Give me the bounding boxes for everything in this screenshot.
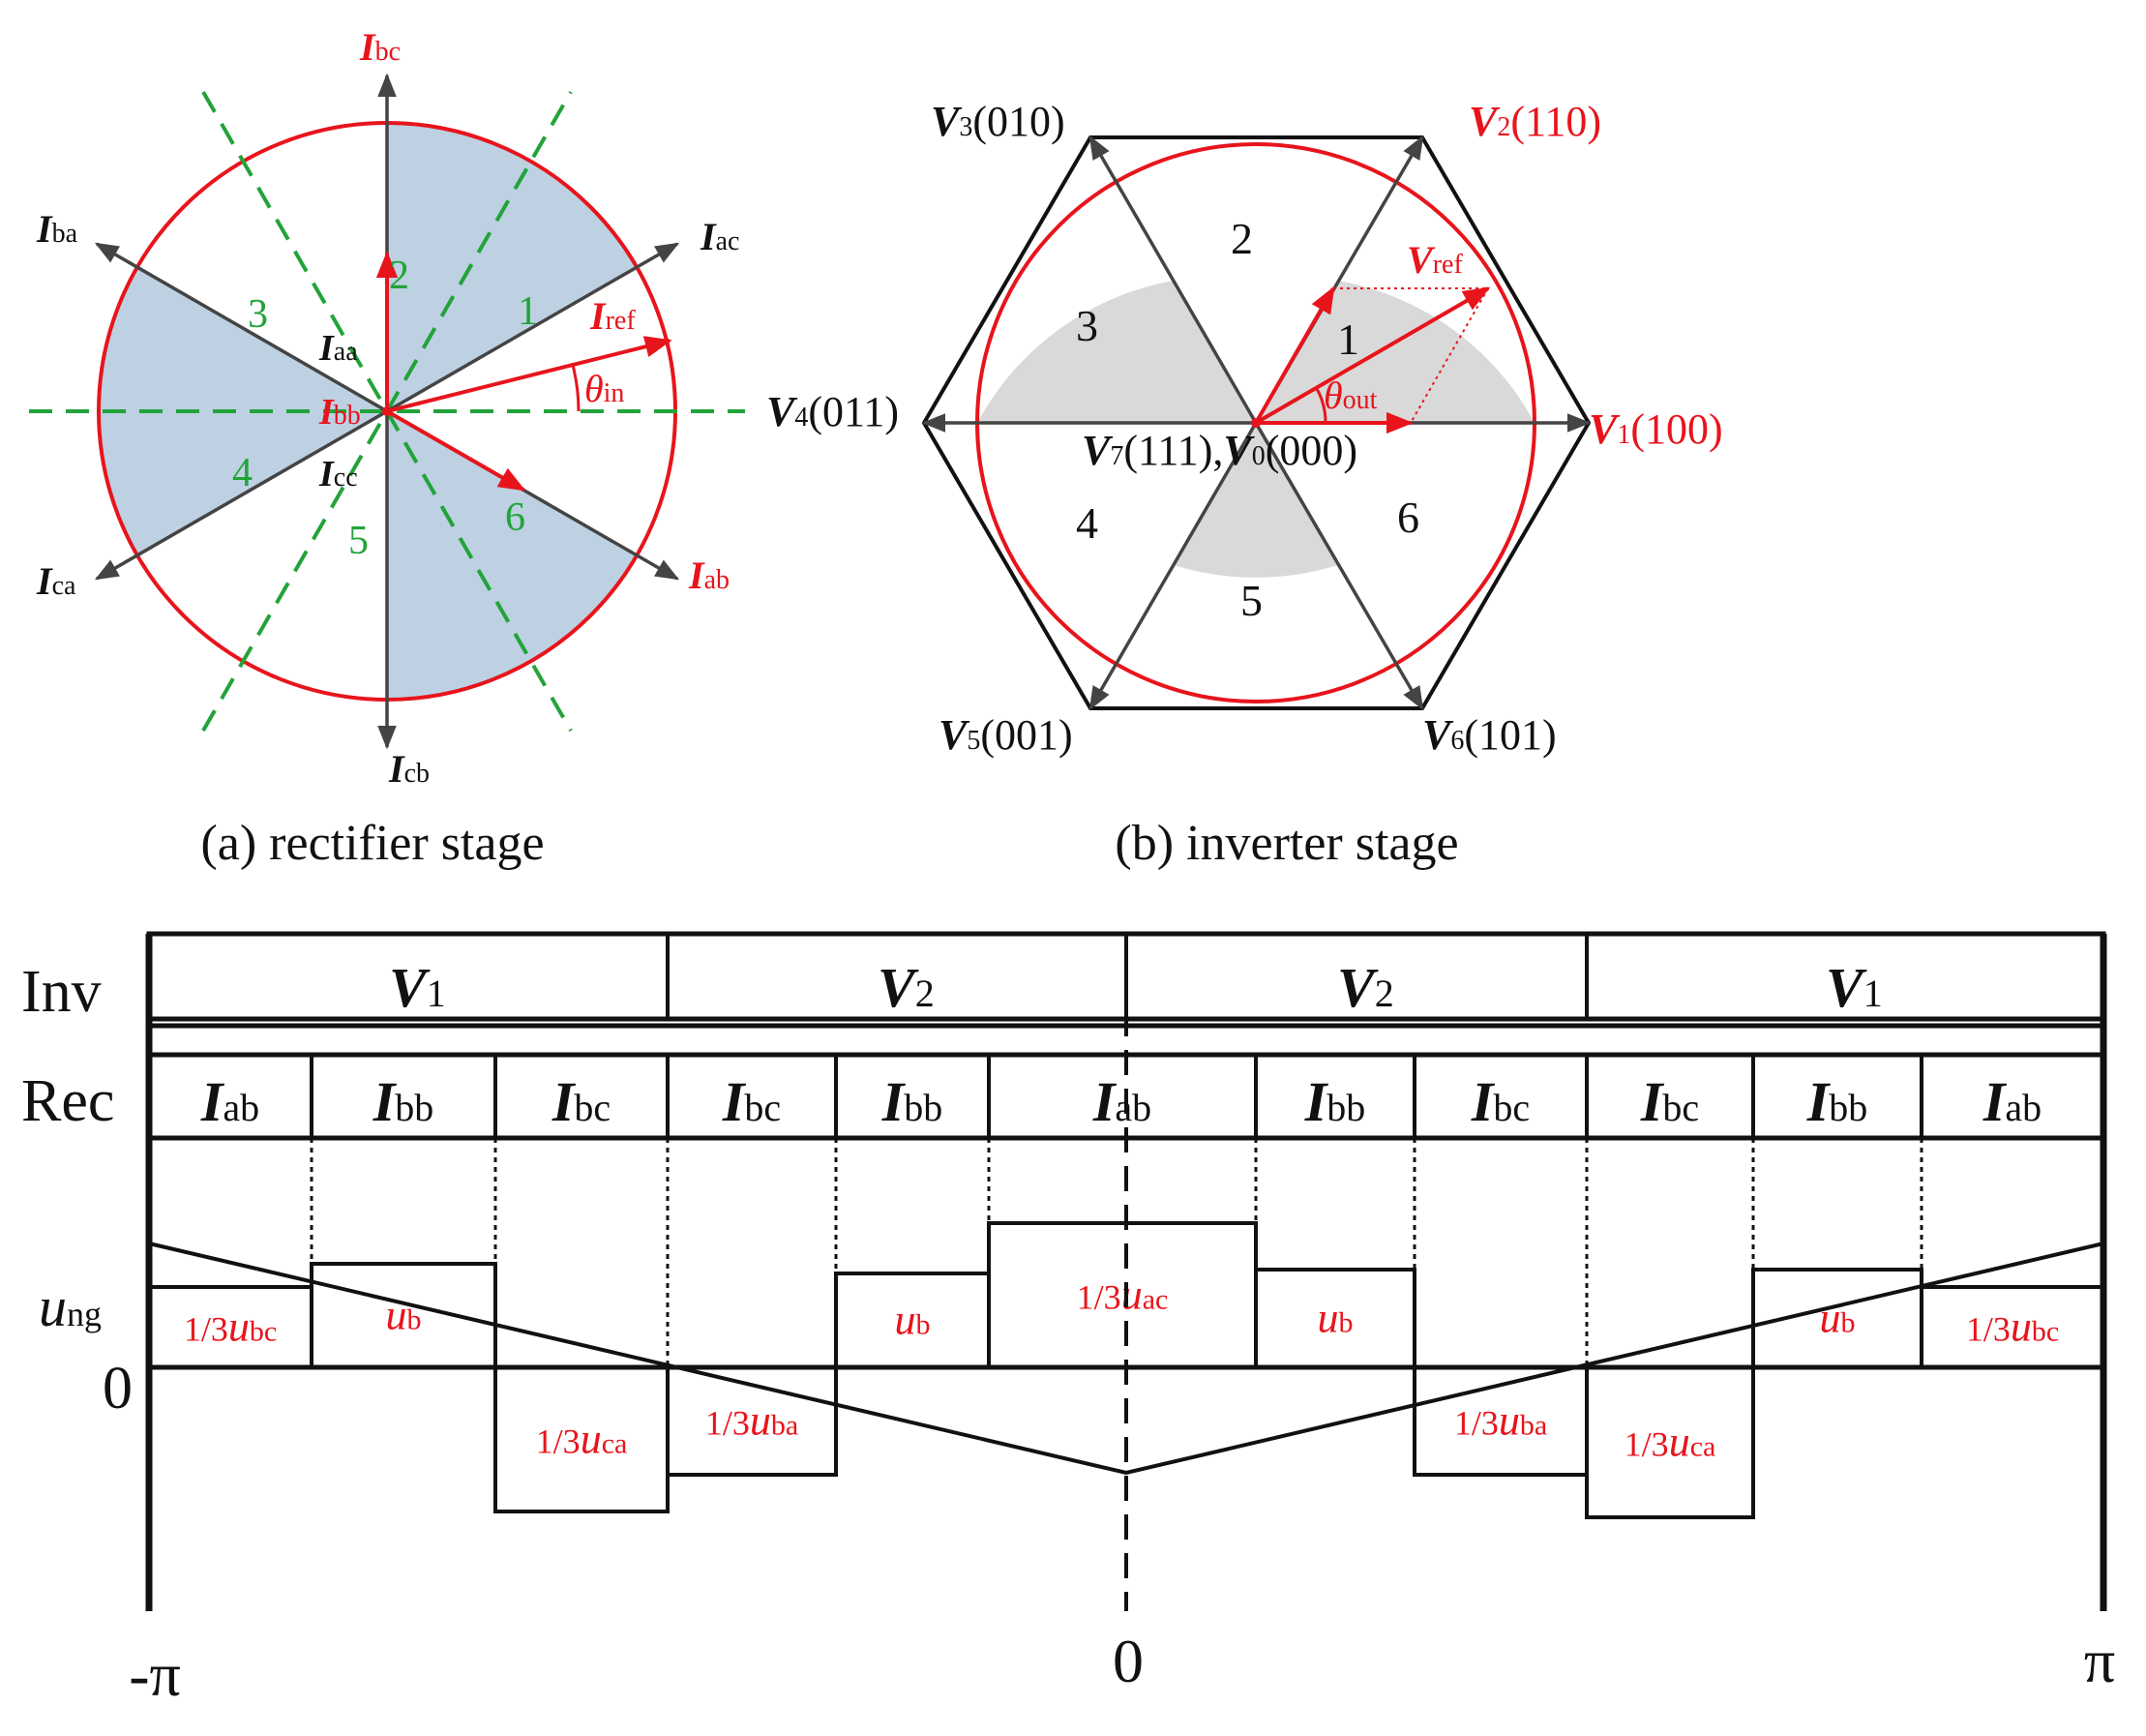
label-ica: Ica (36, 559, 76, 603)
rect-sector-num-4: 4 (232, 451, 253, 495)
inv-sector-num-4: 4 (1076, 498, 1098, 548)
label-ibc: Ibc (359, 25, 401, 69)
inv-sector-shade-5 (1174, 423, 1338, 578)
vector-v5-arrow (1088, 422, 1258, 711)
rect-sector-shade-1 (387, 123, 637, 411)
ung-pulse-label: 1/3ubc (184, 1303, 277, 1351)
inv-sector-num-6: 6 (1397, 493, 1419, 542)
rec-cell-label: Ibc (1640, 1070, 1699, 1133)
rec-cell-label: Ibc (722, 1070, 781, 1133)
inverter-diagram: V1(100) V2(110) V3(010) V4(011) V5(001) … (766, 98, 1723, 871)
inv-sector-shade-1 (1256, 281, 1535, 423)
rect-sector-num-5: 5 (348, 519, 369, 563)
rec-row-label: Rec (21, 1068, 114, 1134)
carrier-triangle (148, 1242, 2104, 1476)
rec-cell-label: Ibc (551, 1070, 611, 1133)
rect-sector-num-3: 3 (248, 292, 268, 337)
rec-cell-label: Iab (200, 1070, 259, 1133)
rec-cell-label: Ibc (1471, 1070, 1530, 1133)
zero-axis-label: 0 (103, 1356, 133, 1422)
inv-sector-num-5: 5 (1240, 576, 1263, 625)
rect-sector-num-6: 6 (505, 495, 525, 540)
label-v4: V4(011) (766, 388, 899, 435)
ung-pulse-label: ub (895, 1297, 931, 1344)
x-tick-pi: π (2084, 1627, 2115, 1695)
ung-pulse-label: ub (1318, 1295, 1354, 1342)
iref-arrow (386, 336, 672, 413)
label-iac: Iac (700, 215, 739, 258)
inv-origin (1251, 418, 1261, 428)
label-iab: Iab (688, 554, 730, 597)
rec-cell-label: Ibb (881, 1070, 943, 1133)
rectifier-diagram: Ibc Iac Iab Icb Ica Iba Iref Iaa Ibb Icc… (29, 25, 745, 871)
rec-cells: Iab Ibb Ibc Ibc Ibb Iab Ibb Ibc Ibc Ibb Iab (200, 1055, 2042, 1138)
segment-boundaries (310, 1138, 1923, 1367)
rect-sector-shade-4 (99, 267, 388, 555)
rect-red-diagonal-arrow (386, 409, 526, 492)
ung-pulse-label: 1/3uba (1454, 1397, 1547, 1445)
inv-cell-label: V1 (389, 956, 446, 1019)
inv-sector-shade-3 (977, 281, 1256, 423)
inv-cells: V1 V2 V2 V1 (389, 934, 1883, 1019)
ung-pulse-label: 1/3ubc (1966, 1303, 2059, 1351)
inv-cell-label: V2 (1337, 956, 1394, 1019)
label-ibb: Ibb (318, 392, 361, 433)
label-theta-out: θout (1324, 374, 1378, 417)
ung-pulse-label: 1/3uca (536, 1416, 628, 1463)
label-iaa: Iaa (318, 328, 358, 369)
vector-v3-arrow (1088, 135, 1258, 424)
inv-cell-label: V1 (1826, 956, 1883, 1019)
label-icc: Icc (318, 454, 358, 494)
inv-sector-num-3: 3 (1076, 301, 1098, 350)
rect-sector-num-2: 2 (389, 254, 409, 298)
label-iref: Iref (589, 294, 636, 338)
vref-projection-line (1410, 287, 1489, 424)
label-theta-in: θin (584, 367, 624, 410)
vref-component-v2-arrow (1254, 285, 1335, 424)
inv-sector-num-2: 2 (1231, 214, 1253, 263)
label-zero-vectors: V7(111),V0(000) (1082, 427, 1357, 474)
label-icb: Icb (388, 747, 430, 791)
rec-cell-label: Ibb (1304, 1070, 1366, 1133)
label-v6: V6(101) (1422, 711, 1557, 759)
rec-cell-label: Iab (1982, 1070, 2042, 1133)
inv-row-label: Inv (21, 959, 102, 1025)
rectifier-caption: (a) rectifier stage (200, 816, 544, 871)
rect-sector-shade-6 (387, 411, 637, 700)
x-tick-zero: 0 (1113, 1627, 1144, 1695)
rect-origin (382, 406, 392, 416)
vector-iac-arrow (386, 242, 680, 413)
label-iba: Iba (36, 207, 78, 251)
inv-cell-label: V2 (878, 956, 935, 1019)
x-tick-neg-pi: -π (129, 1640, 181, 1709)
theta-out-arc (1314, 386, 1327, 424)
inverter-caption: (b) inverter stage (1115, 816, 1458, 871)
label-v5: V5(001) (939, 711, 1073, 759)
vector-ica-arrow (94, 409, 388, 581)
rec-cell-label: Ibb (373, 1070, 434, 1133)
vector-iba-arrow (94, 242, 388, 413)
label-v3: V3(010) (931, 98, 1065, 145)
vref-arrow (1254, 286, 1491, 425)
theta-in-arc (571, 364, 581, 412)
ung-pulse-label: 1/3uba (705, 1397, 798, 1445)
inv-sector-num-1: 1 (1337, 314, 1359, 364)
ung-pulse-label: 1/3uac (1077, 1272, 1169, 1319)
label-vref: Vref (1407, 238, 1463, 282)
ung-pulse-label: 1/3uca (1624, 1419, 1716, 1466)
label-v2: V2(110) (1469, 98, 1601, 145)
rec-cell-label: Ibb (1806, 1070, 1868, 1133)
vector-v6-arrow (1254, 422, 1424, 711)
rect-sector-num-1: 1 (518, 289, 538, 334)
ung-axis-label: ung (39, 1275, 102, 1338)
rec-cell-label: Iab (1092, 1070, 1151, 1133)
label-v1: V1(100) (1589, 405, 1723, 453)
